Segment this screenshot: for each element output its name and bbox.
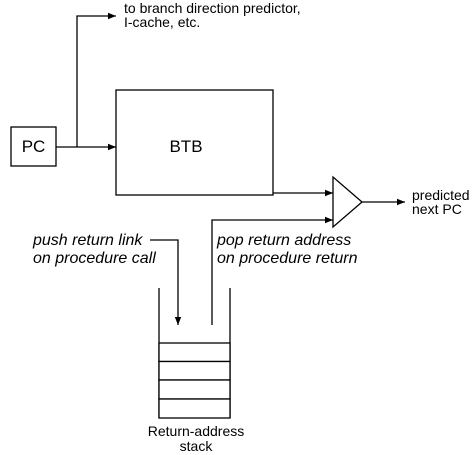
predictor-label-line1: to branch direction predictor, <box>124 0 301 16</box>
push-label-line1: push return link <box>32 232 143 249</box>
stack-label-line1: Return-address <box>148 423 245 439</box>
stack-entry <box>158 398 231 419</box>
btb-box <box>115 89 274 196</box>
push-arrow <box>150 239 182 325</box>
pop-label-line2: on procedure return <box>217 250 358 267</box>
predicted-label-line1: predicted <box>412 187 470 203</box>
push-label-line2: on procedure call <box>33 250 156 267</box>
predictor-label-line2: I-cache, etc. <box>124 14 200 30</box>
pc-label: PC <box>22 137 46 156</box>
pc-to-predictor-arrow <box>76 12 116 147</box>
predicted-label-line2: next PC <box>412 201 462 217</box>
btb-label: BTB <box>169 137 202 156</box>
stack-entry <box>158 342 231 363</box>
stack-label-line2: stack <box>180 438 214 454</box>
pc-box <box>10 126 57 167</box>
stack-entry <box>158 379 231 400</box>
pop-label-line1: pop return address <box>216 232 351 249</box>
mux-selector <box>332 175 363 229</box>
stack-entry <box>158 360 231 381</box>
stack-to-mux-arrow <box>211 216 333 325</box>
